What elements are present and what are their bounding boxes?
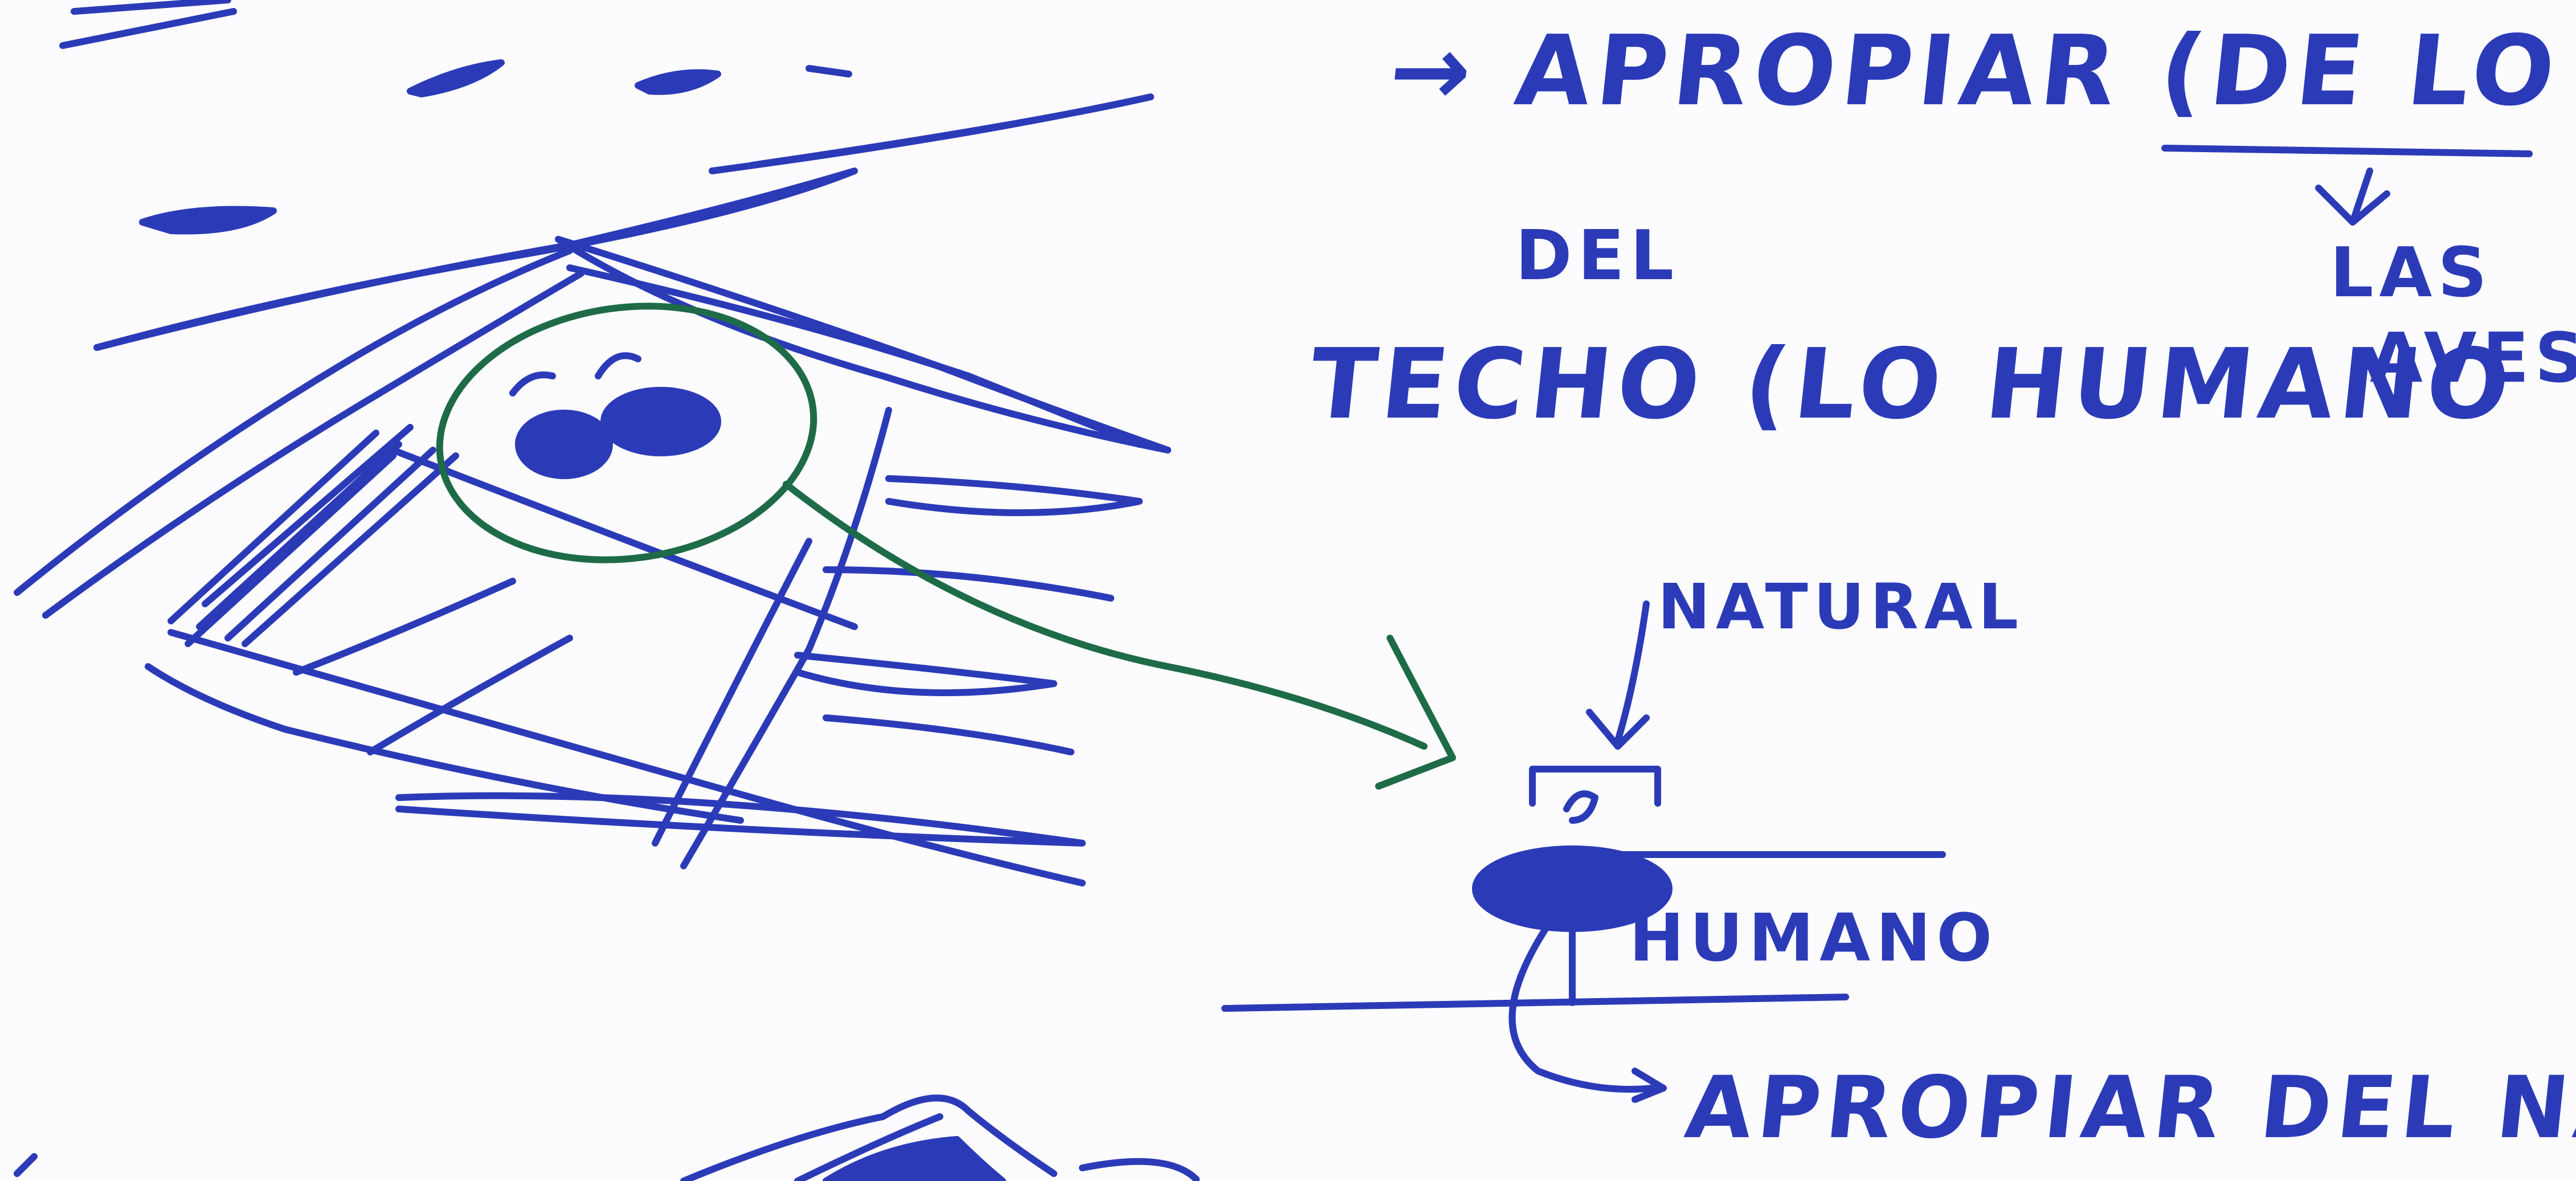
roof-sweep-lower-3 [823, 714, 1074, 755]
roof-sweep-lower-2 [794, 652, 1057, 696]
bottom-left-fill [823, 1136, 1006, 1181]
note-apropiar-natural: → APROPIAR (DE LO NATURAL) [1384, 15, 2576, 128]
note-apropiar-del-natural: APROPIAR DEL NATURAL [1680, 1059, 2576, 1158]
detail-curve-arrowhead [1632, 1068, 1667, 1103]
detail-bird-head [1563, 790, 1598, 824]
note-techo-humano: TECHO (LO HUMANO [1304, 328, 2521, 441]
roof-gutter-hatching [167, 424, 459, 647]
flying-bird-2 [635, 69, 721, 95]
note-del: DEL [1515, 216, 1680, 296]
perched-bird-right [600, 387, 721, 456]
roof-left-outer [145, 663, 744, 824]
flying-bird-1 [407, 59, 505, 97]
label-humano: HUMANO [1629, 900, 1998, 976]
highlight-circle [436, 303, 817, 563]
roof-sweep-right-2 [823, 566, 1114, 602]
roof-sweep-right-1 [885, 475, 1143, 516]
roof-left-edge-2 [42, 270, 584, 619]
corner-scribble [59, 0, 237, 49]
detail-bracket [1529, 766, 1661, 807]
label-natural: NATURAL [1658, 570, 2024, 643]
highlight-arrowhead [1375, 635, 1456, 790]
natural-underline [2161, 145, 2533, 157]
detail-lower-line [1221, 994, 1849, 1012]
roof-front-edge-2 [390, 447, 858, 630]
roof-panel-lines [293, 407, 892, 869]
flying-bird-4 [139, 206, 277, 235]
top-sweep-line [709, 93, 1154, 174]
detail-curve-arrow [1508, 920, 1655, 1093]
roof-ridge-2 [566, 264, 1143, 448]
bottom-left-scribble [14, 1094, 1200, 1181]
note-aves: AVES [2370, 319, 2576, 398]
note-las: LAS [2330, 234, 2493, 313]
perched-bird-heads [509, 352, 641, 397]
roof-front-edge [167, 629, 1086, 886]
highlight-arrow-line [783, 481, 1428, 750]
roof-left-edge [14, 247, 573, 596]
roof-upper-sweep [93, 167, 858, 351]
aves-pointer-arrow [2315, 167, 2390, 226]
natural-pointer-arrow [1586, 600, 1650, 750]
flying-bird-3 [805, 65, 852, 77]
perched-bird-left [515, 410, 613, 479]
